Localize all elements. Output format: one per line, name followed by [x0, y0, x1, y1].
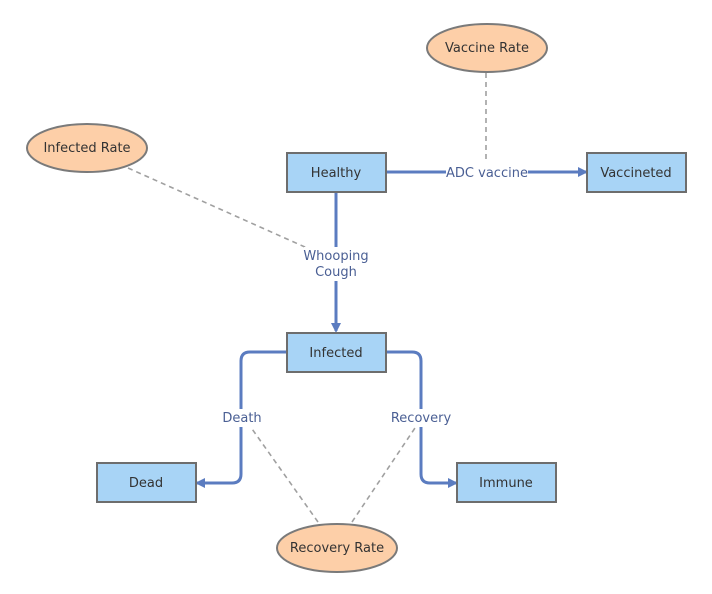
influence-recovery-death-line	[244, 418, 319, 523]
flow-label-bg	[304, 247, 368, 281]
flow-label-adc-vaccine: ADC vaccine	[446, 166, 528, 181]
stock-healthy[interactable]: Healthy	[286, 152, 387, 193]
flow-label-bg	[221, 409, 263, 427]
stock-infected-label: Infected	[309, 346, 362, 361]
param-recovery-rate-label: Recovery Rate	[290, 541, 384, 556]
influence-recovery-recovery-line	[351, 418, 422, 523]
param-recovery-rate[interactable]: Recovery Rate	[276, 523, 398, 573]
stock-vaccinated[interactable]: Vaccineted	[586, 152, 687, 193]
param-infected-rate-label: Infected Rate	[43, 141, 130, 156]
influence-edges	[127, 73, 490, 523]
param-infected-rate[interactable]: Infected Rate	[26, 123, 148, 173]
stock-immune-label: Immune	[479, 476, 533, 491]
influence-infected-rate-line	[127, 167, 335, 261]
flow-edges	[195, 167, 588, 488]
stock-dead-label: Dead	[129, 476, 163, 491]
param-vaccine-rate-label: Vaccine Rate	[445, 41, 529, 56]
stock-dead[interactable]: Dead	[96, 462, 197, 503]
flow-label-bg	[446, 163, 528, 181]
flow-labels: ADC vaccine Whooping Cough Death Recover…	[221, 163, 528, 427]
stock-healthy-label: Healthy	[311, 166, 362, 181]
flow-label-bg	[390, 409, 452, 427]
stock-immune[interactable]: Immune	[456, 462, 557, 503]
flow-label-death: Death	[222, 411, 261, 426]
param-vaccine-rate[interactable]: Vaccine Rate	[426, 23, 548, 73]
flow-label-whooping: Whooping	[303, 249, 368, 264]
flow-label-cough: Cough	[315, 265, 357, 280]
flow-label-recovery: Recovery	[391, 411, 452, 426]
stock-vaccinated-label: Vaccineted	[600, 166, 671, 181]
stock-infected[interactable]: Infected	[286, 332, 387, 373]
